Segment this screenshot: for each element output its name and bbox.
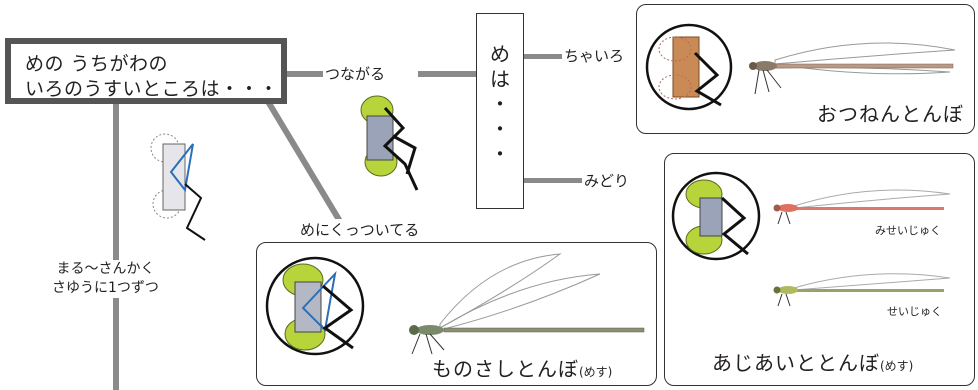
eye-color-char-1: め [490, 42, 510, 66]
edge-label-connected: つながる [325, 63, 386, 84]
start-question-line-1: めの うちがわの [25, 53, 169, 75]
ajiai-name-main: あじあいととんぼ [712, 351, 880, 375]
edge-label-round-line-2: さゆうに1つずつ [52, 280, 159, 296]
eye-color-char-5: ・ [490, 142, 510, 166]
eyes-connected-illustration [360, 95, 419, 191]
monosashi-name: ものさしとんぼ(めす) [432, 353, 612, 382]
branch-green-line [524, 178, 582, 183]
start-question-line-2: いろのうすいところは・・・ [25, 78, 279, 100]
edge-round-line [113, 104, 119, 390]
branch-label-green: みどり [584, 170, 630, 191]
branch-label-brown: ちゃいろ [564, 45, 625, 66]
branch-brown-line [524, 54, 562, 59]
ajiai-name: あじあいととんぼ(めす) [712, 347, 913, 376]
eyes-round-triangle-sketch [150, 133, 206, 241]
eye-color-char-2: は [490, 67, 510, 91]
eye-color-char-4: ・ [490, 117, 510, 141]
ajiai-mature-dragonfly-illustration [773, 273, 951, 307]
monosashi-eye-closeup-illustration [265, 256, 365, 356]
ajiai-immature-label: みせいじゅく [875, 224, 941, 237]
monosashi-name-main: ものさしとんぼ [432, 357, 579, 381]
start-question-box: めの うちがわの いろのうすいところは・・・ [5, 38, 287, 104]
ajiai-name-suffix: (めす) [880, 359, 914, 373]
edge-connected-line-1 [287, 71, 323, 77]
ajiai-mature-label: せいじゅく [887, 305, 942, 318]
edge-label-round-line-1: まる～さんかく [56, 261, 155, 277]
otsunen-dragonfly-illustration [749, 42, 956, 95]
edge-connected-line-2 [418, 71, 476, 77]
ajiai-immature-dragonfly-illustration [773, 189, 951, 225]
monosashi-name-suffix: (めす) [579, 365, 613, 379]
edge-label-touching: めにくっついてる [300, 219, 420, 240]
ajiai-eye-closeup-illustration [671, 171, 761, 261]
eye-color-box: め は ・ ・ ・ [476, 13, 524, 209]
eye-color-char-3: ・ [490, 92, 510, 116]
monosashi-dragonfly-illustration [409, 253, 645, 355]
otsunen-eye-closeup-illustration [645, 23, 733, 111]
edge-touching-line [266, 100, 349, 233]
otsunen-name: おつねんとんぼ [817, 102, 964, 126]
edge-label-round: まる～さんかく さゆうに1つずつ [52, 260, 159, 298]
